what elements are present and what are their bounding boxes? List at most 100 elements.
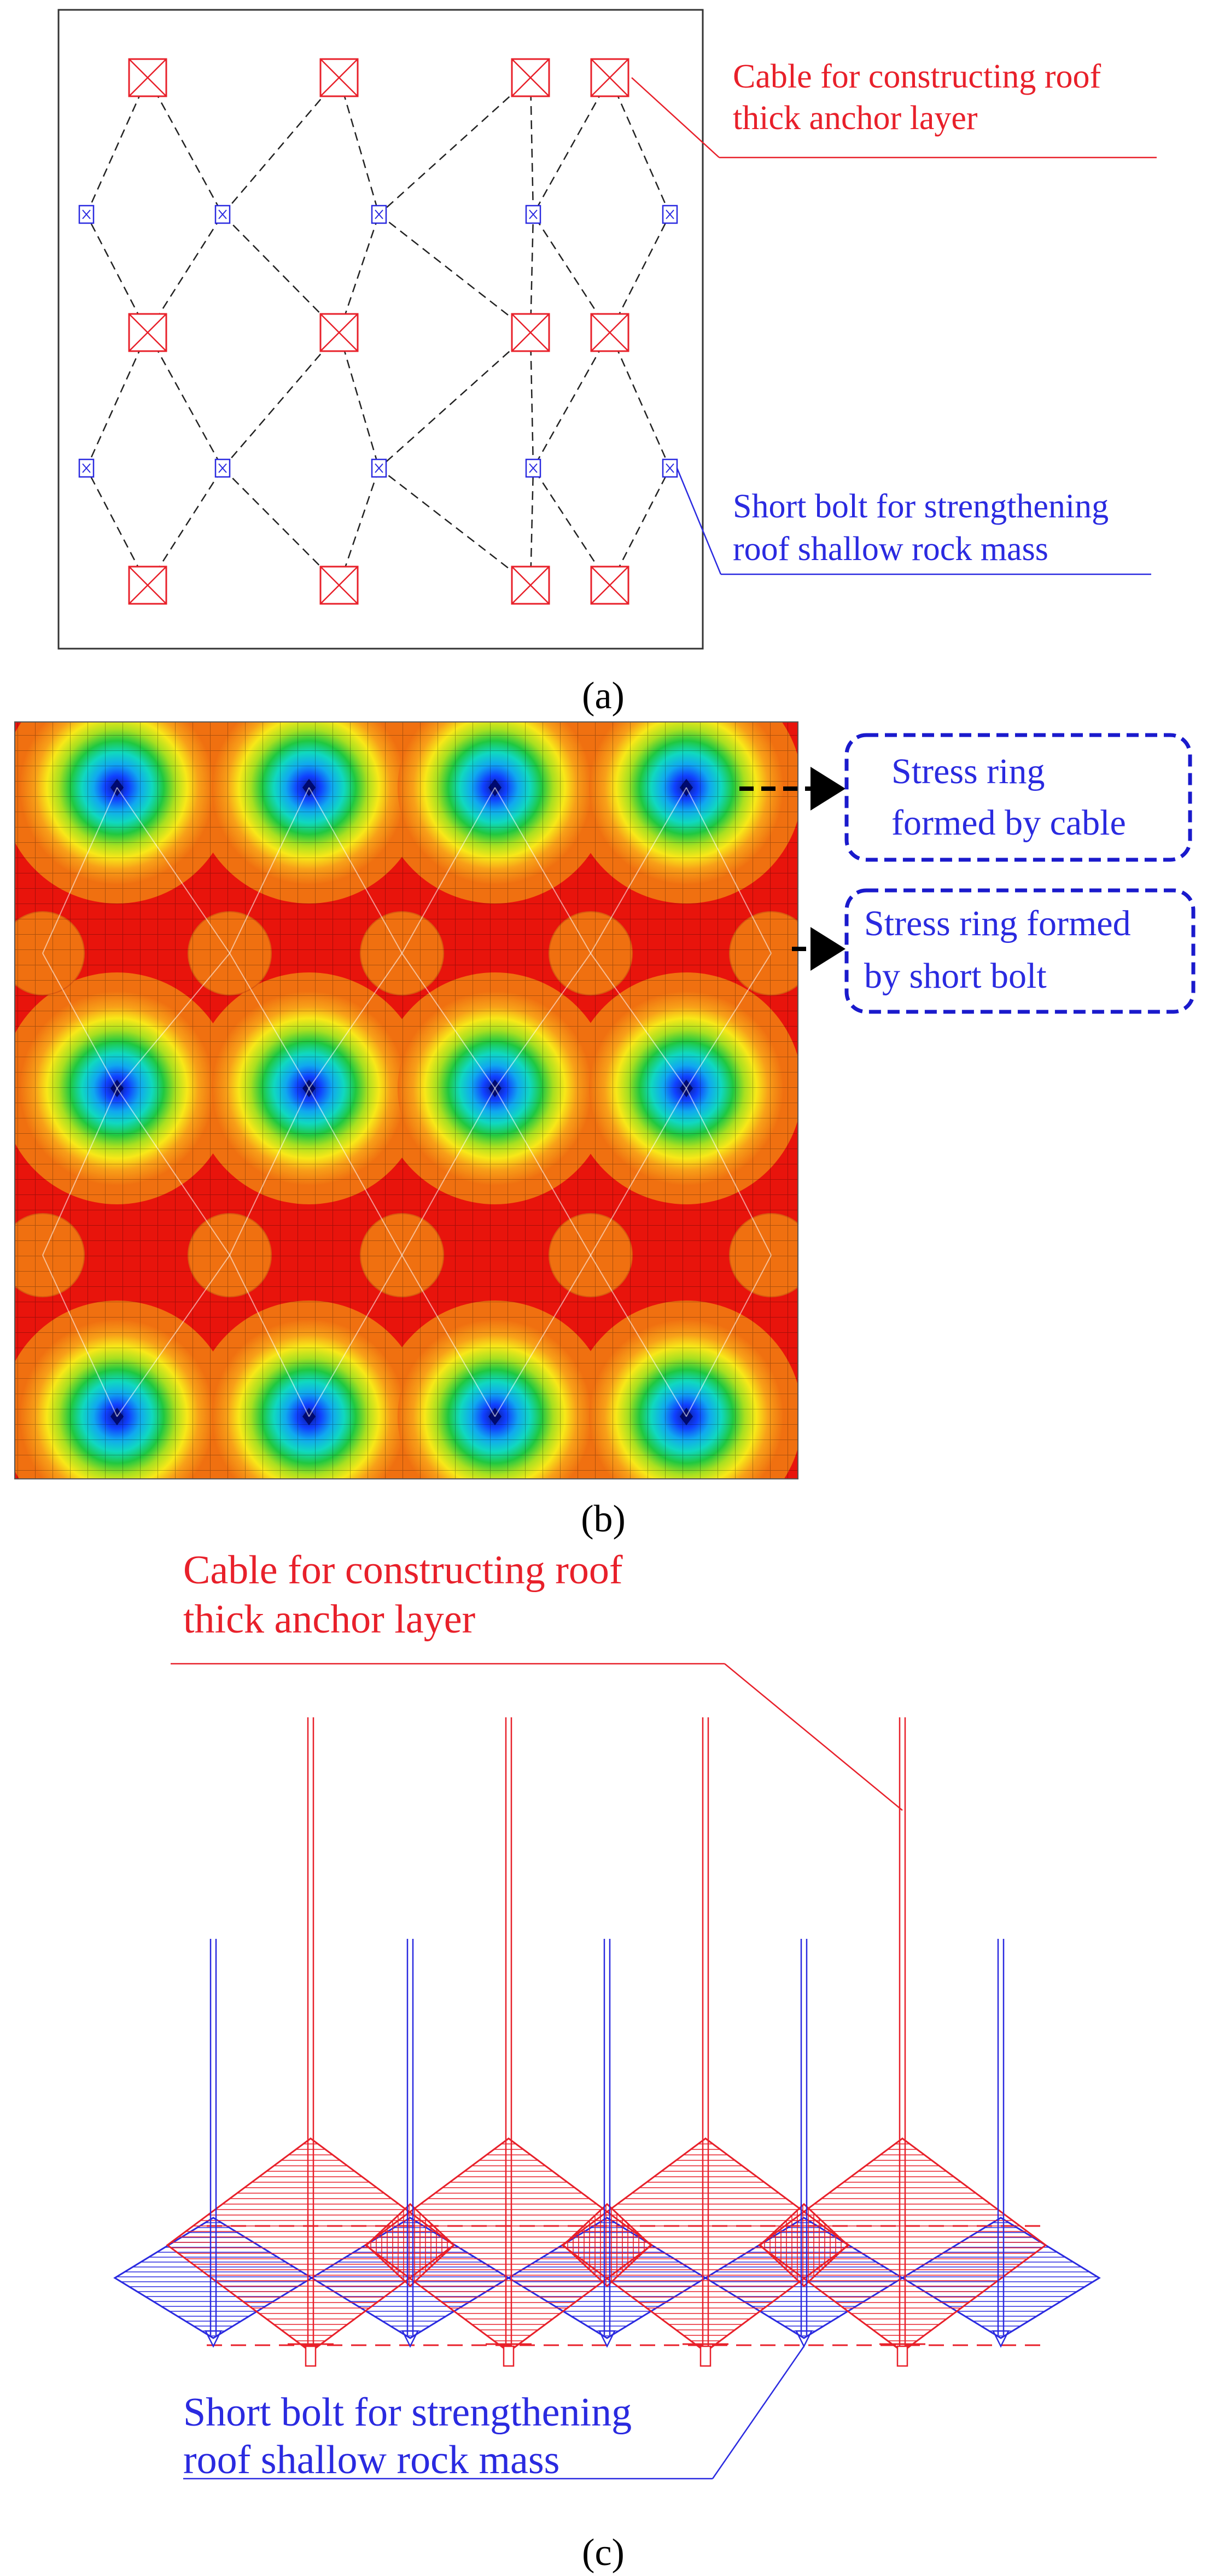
panel-c-cable-label-line1: Cable for constructing roof — [183, 1548, 623, 1593]
cable-marker — [590, 58, 629, 97]
layout-line — [609, 77, 671, 215]
layout-line — [338, 77, 380, 215]
cable-zone-outline — [757, 2137, 1047, 2353]
cable-cross — [511, 313, 550, 352]
cable-lock — [503, 2345, 515, 2367]
overlap-zone — [365, 2202, 456, 2288]
short-bolt-cross — [666, 209, 674, 219]
cable-cross — [129, 59, 167, 97]
stress-field-line — [401, 1088, 495, 1256]
short-bolt — [992, 1939, 1010, 2348]
cable-cross — [129, 313, 167, 352]
panel-a-cable-leader — [631, 77, 720, 158]
layout-line — [85, 332, 149, 469]
stress-field-line — [42, 953, 118, 1089]
bolt-ring-label-line2: by short bolt — [864, 956, 1047, 996]
panel-c: Cable for constructing roof thick anchor… — [113, 1548, 1101, 2574]
short-bolt-cross — [218, 209, 227, 219]
bolt-zone-outline — [310, 2217, 510, 2339]
layout-line — [85, 214, 149, 333]
stress-field-line — [686, 953, 772, 1089]
cable-compression-zones — [166, 2137, 1047, 2353]
short-bolt-marker — [662, 205, 678, 224]
cable-marker — [511, 313, 550, 352]
short-bolt — [401, 1939, 419, 2348]
short-bolt-cross — [529, 209, 538, 219]
layout-line — [338, 332, 380, 469]
short-bolt — [598, 1939, 616, 2348]
layout-line — [147, 77, 224, 215]
layout-line — [85, 77, 149, 215]
cable-cross — [320, 566, 358, 604]
layout-line — [609, 214, 671, 333]
cable-marker — [319, 566, 359, 605]
panel-c-caption: (c) — [582, 2532, 625, 2574]
short-bolt-plate — [795, 2330, 813, 2348]
overlap-zone — [562, 2202, 652, 2288]
cable-lock — [699, 2345, 712, 2367]
cable-marker — [128, 313, 167, 352]
stress-field-line — [116, 1255, 230, 1417]
stress-field-line — [494, 1088, 591, 1256]
bolt-ring-label-line1: Stress ring formed — [864, 904, 1131, 943]
bolt-compression-zone — [113, 2217, 313, 2339]
bolt-compression-zones — [113, 2217, 1101, 2339]
cable-cross — [320, 59, 358, 97]
stress-field-line — [494, 953, 591, 1089]
short-bolts — [204, 1939, 1010, 2348]
panel-c-cable-label-line2: thick anchor layer — [183, 1597, 475, 1642]
stress-field-line — [590, 1255, 687, 1417]
overlap-outline — [365, 2202, 456, 2288]
bolt-zone-outline — [901, 2217, 1101, 2339]
short-bolt-marker — [525, 458, 541, 478]
stress-field-line — [229, 787, 310, 954]
cable-cross — [320, 313, 358, 352]
cable-marker — [128, 566, 167, 605]
overlap-outline — [562, 2202, 652, 2288]
layout-line — [609, 468, 671, 586]
cable-marker — [128, 58, 167, 97]
short-bolt — [204, 1939, 223, 2348]
stress-field-line — [42, 1255, 118, 1417]
stress-field-line — [229, 1088, 310, 1256]
stress-field-line — [116, 1088, 230, 1256]
layout-line — [532, 214, 611, 333]
short-bolt-box — [371, 205, 387, 224]
panel-a: Cable for constructing roof thick anchor… — [57, 9, 1157, 717]
short-bolt-marker — [78, 458, 95, 478]
short-bolt-marker — [214, 205, 231, 224]
stress-field-line — [590, 1088, 687, 1256]
cable-marker — [511, 58, 550, 97]
layout-line — [147, 468, 224, 586]
layout-line — [532, 332, 611, 469]
stress-field-line — [308, 1088, 403, 1256]
short-bolt-box — [78, 205, 95, 224]
cables — [288, 1717, 925, 2367]
panel-a-cable-label-line2: thick anchor layer — [733, 100, 978, 137]
layout-line — [147, 214, 224, 333]
stress-field-line — [42, 787, 118, 954]
cable-zone-outline — [561, 2137, 850, 2353]
stress-field-line — [686, 1255, 772, 1417]
stress-field-line — [229, 953, 310, 1089]
short-bolt-cross — [375, 463, 383, 473]
cable-ring-label-line1: Stress ring — [891, 751, 1045, 791]
short-bolt-cross — [218, 463, 227, 473]
stress-field-line — [494, 1255, 591, 1417]
bolt-zone-outline — [507, 2217, 707, 2339]
layout-line — [532, 77, 611, 215]
cable-cross — [591, 313, 629, 352]
panel-a-caption: (a) — [582, 675, 625, 717]
short-bolt-box — [525, 205, 541, 224]
layout-line — [529, 468, 534, 586]
cable-cross — [129, 566, 167, 604]
overlap-outline — [759, 2202, 849, 2288]
layout-line — [222, 332, 340, 469]
stress-field-line — [42, 1088, 118, 1256]
stress-field-line — [401, 787, 495, 954]
cable-cross — [591, 59, 629, 97]
stress-field-line — [308, 787, 403, 954]
cable-zone-outline — [364, 2137, 654, 2353]
panel-b-caption: (b) — [581, 1498, 626, 1540]
